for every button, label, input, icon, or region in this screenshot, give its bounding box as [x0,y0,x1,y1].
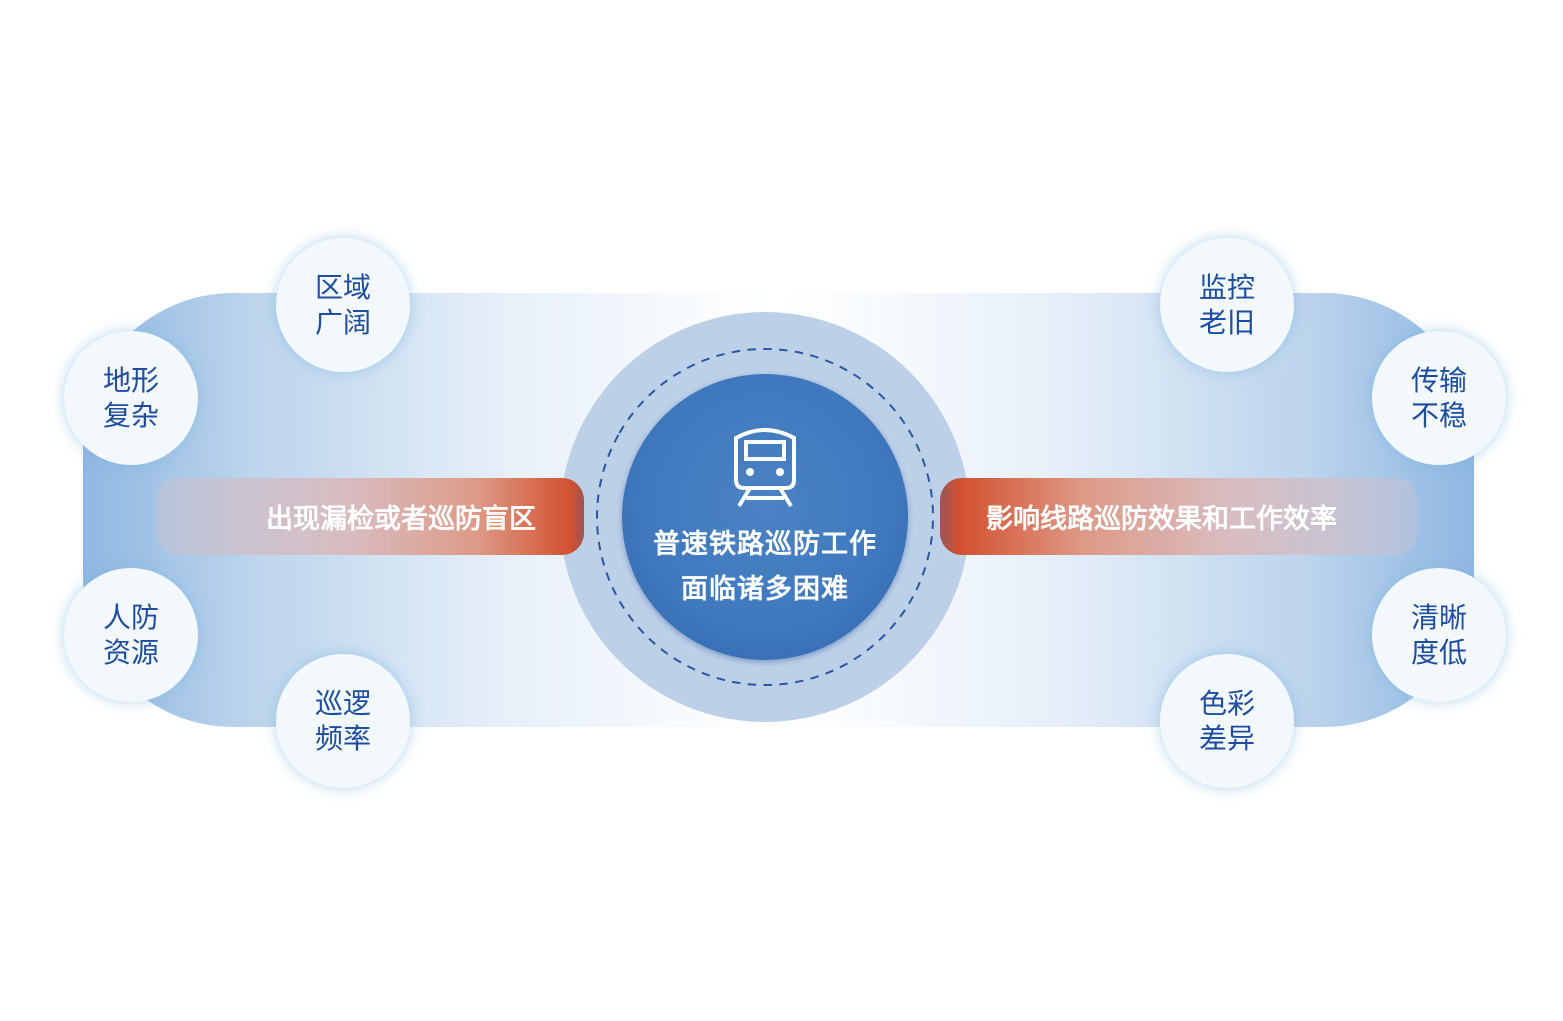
bubble-text: 差异 [1198,722,1255,755]
bubble-text: 广阔 [314,306,371,339]
bubble-text: 巡逻 [314,687,371,720]
center-title-line2: 面临诸多困难 [681,574,849,605]
bubble-text: 度低 [1410,636,1467,669]
bubble-clarity: 清晰度低 [1372,568,1506,702]
center-title-line1: 普速铁路巡防工作 [653,529,877,560]
bubble-terrain: 地形复杂 [64,331,198,465]
bubble-text: 复杂 [102,399,159,432]
right-pill-text: 影响线路巡防效果和工作效率 [986,504,1337,535]
bubble-text: 区域 [314,271,371,304]
bubble-text: 不稳 [1410,399,1467,432]
bubble-text: 清晰 [1410,601,1467,634]
bubble-patrol-frequency: 巡逻频率 [276,654,410,788]
bubble-transmission: 传输不稳 [1372,331,1506,465]
bubble-monitoring-old: 监控老旧 [1160,238,1294,372]
bubble-text: 地形 [102,364,159,397]
bubble-text: 老旧 [1198,306,1255,339]
bubble-area: 区域广阔 [276,238,410,372]
bubble-manpower: 人防资源 [64,568,198,702]
bubble-text: 频率 [314,722,371,755]
bubble-color-diff: 色彩差异 [1160,654,1294,788]
bubble-text: 传输 [1410,364,1467,397]
bubble-text: 色彩 [1198,687,1255,720]
train-icon [734,428,796,508]
bubble-text: 资源 [102,636,159,669]
left-problem-pill: 出现漏检或者巡防盲区 [156,478,584,555]
center-circle: 普速铁路巡防工作 面临诸多困难 [622,374,908,660]
dashed-orbit [595,348,934,686]
bubble-text: 监控 [1198,271,1255,304]
left-pill-text: 出现漏检或者巡防盲区 [266,504,536,535]
bubble-text: 人防 [102,601,159,634]
right-problem-pill: 影响线路巡防效果和工作效率 [940,478,1417,555]
